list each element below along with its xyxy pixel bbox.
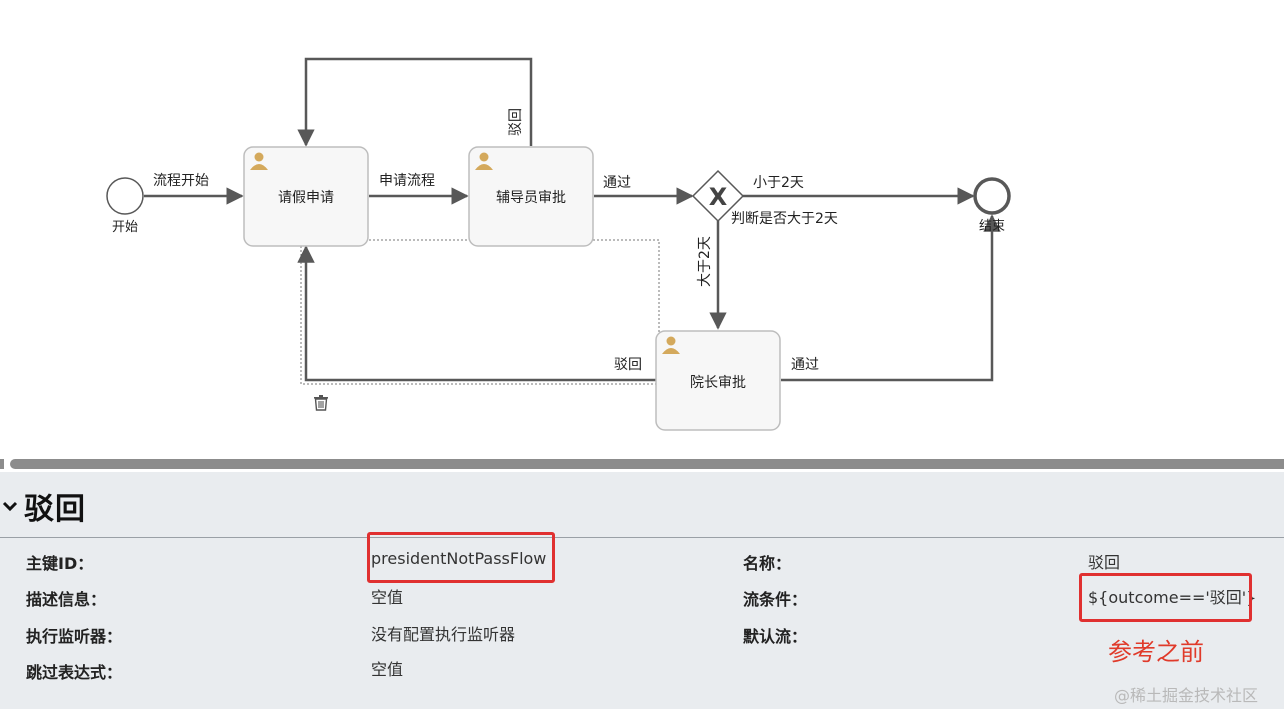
properties-divider <box>0 537 1284 538</box>
flow-label-president-reject: 驳回 <box>614 357 642 373</box>
id-value[interactable]: presidentNotPassFlow <box>371 549 547 568</box>
exclusive-gateway[interactable]: X <box>691 169 745 223</box>
id-highlight-box <box>367 532 555 583</box>
selected-flow-outline <box>300 239 660 385</box>
skip-expression-label: 跳过表达式： <box>26 663 123 682</box>
default-flow-label: 默认流： <box>743 627 808 646</box>
desc-value[interactable]: 空值 <box>371 588 404 607</box>
scrollbar-left-cap[interactable] <box>0 459 4 469</box>
properties-panel: 驳回 主键ID： presidentNotPassFlow 名称： 驳回 描述信… <box>0 472 1284 709</box>
sequence-flow-counselor-reject[interactable] <box>297 57 533 147</box>
task-leave-request-label: 请假申请 <box>278 190 334 206</box>
flow-label-president-pass: 通过 <box>791 357 819 373</box>
start-event[interactable] <box>106 177 144 215</box>
skip-expression-value[interactable]: 空值 <box>371 660 404 679</box>
gateway-label: 判断是否大于2天 <box>731 211 838 227</box>
task-president-approval[interactable]: 院长审批 <box>655 330 781 431</box>
diagram-canvas[interactable]: 开始 结束 请假申请 辅导员审批 院长审批 X 判断是否大于2天 <box>0 0 1284 456</box>
flow-label-less-than-2: 小于2天 <box>753 175 804 191</box>
sequence-flow-president-pass[interactable] <box>781 214 1001 382</box>
chevron-down-icon[interactable] <box>0 496 20 516</box>
end-event-label: 结束 <box>979 219 1005 234</box>
flow-label-counselor-reject: 驳回 <box>508 108 524 136</box>
horizontal-scrollbar[interactable] <box>0 456 1284 472</box>
sequence-flow-president-reject[interactable] <box>297 245 656 382</box>
flow-label-start: 流程开始 <box>153 173 209 189</box>
task-president-approval-label: 院长审批 <box>690 375 746 391</box>
listener-value[interactable]: 没有配置执行监听器 <box>371 625 516 644</box>
desc-label: 描述信息： <box>26 590 107 609</box>
user-icon <box>662 336 680 354</box>
task-counselor-approval[interactable]: 辅导员审批 <box>468 146 594 247</box>
user-icon <box>475 152 493 170</box>
id-label: 主键ID： <box>26 554 94 573</box>
flow-label-counselor-pass: 通过 <box>603 175 631 191</box>
trash-icon[interactable] <box>314 395 328 411</box>
scrollbar-thumb[interactable] <box>10 459 1284 469</box>
condition-label: 流条件： <box>743 590 808 609</box>
flow-label-more-than-2: 大于2天 <box>697 236 713 287</box>
properties-title: 驳回 <box>24 492 86 527</box>
start-event-label: 开始 <box>112 220 138 235</box>
task-counselor-approval-label: 辅导员审批 <box>496 190 566 206</box>
name-label: 名称： <box>743 554 792 573</box>
properties-header[interactable]: 驳回 <box>0 484 86 528</box>
listener-label: 执行监听器： <box>26 627 123 646</box>
user-icon <box>250 152 268 170</box>
task-leave-request[interactable]: 请假申请 <box>243 146 369 247</box>
annotation-text: 参考之前 <box>1108 638 1204 666</box>
bpmn-diagram: 开始 结束 请假申请 辅导员审批 院长审批 X 判断是否大于2天 <box>106 57 1011 431</box>
condition-highlight-box <box>1079 573 1252 622</box>
name-value[interactable]: 驳回 <box>1088 553 1121 572</box>
gateway-x-icon: X <box>709 183 728 211</box>
watermark: @稀土掘金技术社区 <box>1114 686 1259 705</box>
end-event[interactable] <box>973 177 1011 215</box>
flow-label-apply: 申请流程 <box>379 173 435 189</box>
condition-value[interactable]: ${outcome=='驳回'} <box>1088 588 1257 607</box>
